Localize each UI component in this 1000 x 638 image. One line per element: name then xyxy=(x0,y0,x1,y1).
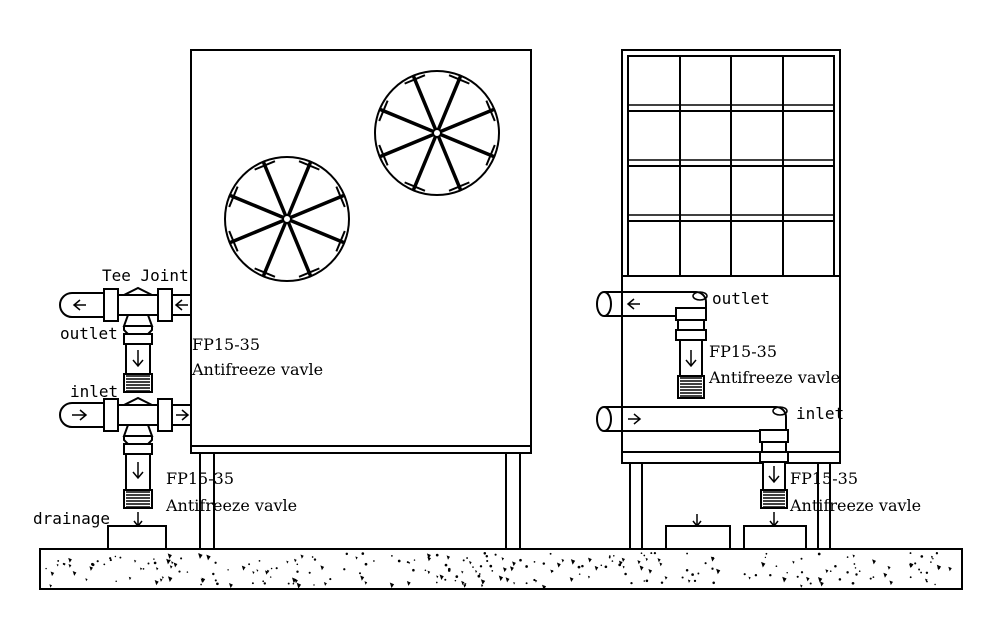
valve-upper-name-label: Antifreeze vavle xyxy=(191,360,323,379)
right-inlet-label: inlet xyxy=(796,404,844,423)
left-outlet-piping xyxy=(59,286,192,393)
right-inlet-piping xyxy=(596,406,807,550)
left-inlet-piping xyxy=(59,396,192,550)
drainage-label: drainage xyxy=(33,509,110,528)
left-inlet-label: inlet xyxy=(70,382,118,401)
right-heat-pump-unit xyxy=(621,49,841,549)
right-valve-upper-model-label: FP15-35 xyxy=(709,342,777,361)
fan-icon-left xyxy=(224,156,350,282)
valve-lower-name-label: Antifreeze vavle xyxy=(165,496,297,515)
right-outlet-label: outlet xyxy=(712,289,770,308)
fan-icon-right xyxy=(374,70,500,196)
valve-lower-model-label: FP15-35 xyxy=(166,469,234,488)
valve-upper-model-label: FP15-35 xyxy=(192,335,260,354)
right-valve-upper-name-label: Antifreeze vavle xyxy=(708,368,840,387)
left-heat-pump-unit xyxy=(190,49,532,549)
right-valve-lower-name-label: Antifreeze vavle xyxy=(789,496,921,515)
right-outlet-piping xyxy=(596,291,708,399)
concrete-texture xyxy=(45,551,952,590)
evaporator-grid xyxy=(627,55,835,277)
left-outlet-label: outlet xyxy=(60,324,118,343)
right-valve-lower-model-label: FP15-35 xyxy=(790,469,858,488)
tee-joint-label: Tee Joint xyxy=(102,266,189,285)
concrete-ground-slab xyxy=(39,548,963,590)
